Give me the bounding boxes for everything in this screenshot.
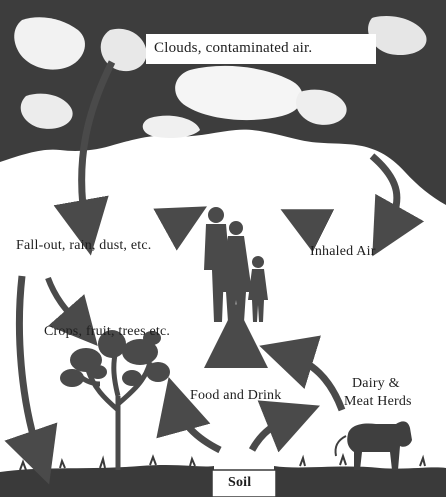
label-fallout: Fall-out, rain, dust, etc. <box>16 238 151 254</box>
ground <box>0 456 446 497</box>
family-silhouette <box>204 207 268 322</box>
arrow-soil-right <box>252 416 294 450</box>
label-clouds: Clouds, contaminated air. <box>154 40 312 56</box>
arrow-herds-to-family <box>286 354 342 410</box>
arrow-soil-left <box>176 404 220 450</box>
arrow-cloud-to-inhaled <box>372 156 397 232</box>
label-soil: Soil <box>228 475 251 491</box>
arrow-fallout-to-crops <box>48 278 82 328</box>
tree <box>60 330 170 470</box>
label-food-drink: Food and Drink <box>190 388 281 404</box>
label-meat-herds: Meat Herds <box>344 394 412 410</box>
arrow-fallout-to-family <box>168 218 186 228</box>
cloud-mass <box>0 0 446 205</box>
label-dairy: Dairy & <box>352 376 400 392</box>
label-inhaled-air: Inhaled Air <box>310 244 376 260</box>
cow <box>335 421 412 470</box>
arrow-inhaled-to-family <box>302 220 318 228</box>
arrow-fallout-to-ground <box>19 276 40 458</box>
label-crops: Crops, fruit, trees etc. <box>44 324 170 340</box>
